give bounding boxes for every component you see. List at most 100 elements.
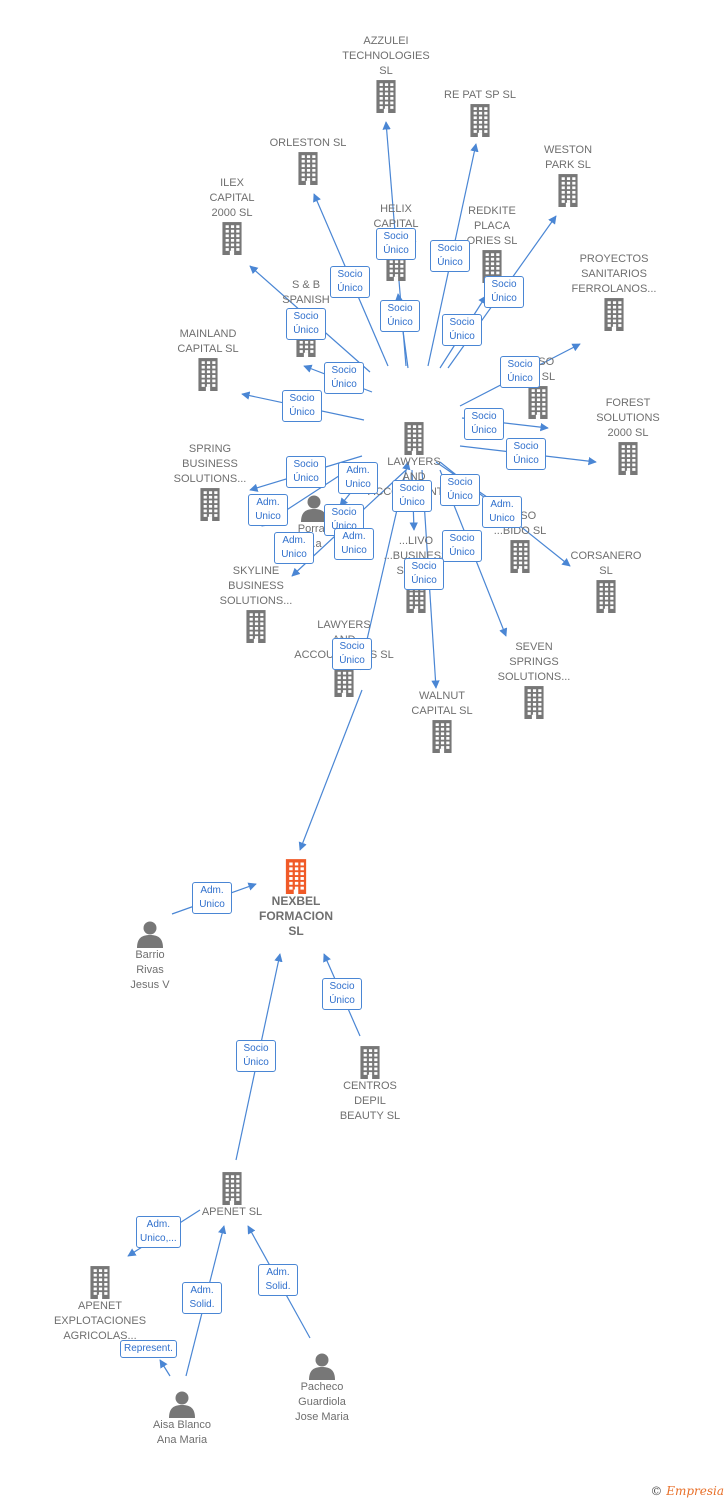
person-icon <box>309 1353 335 1380</box>
node-label: PROYECTOS SANITARIOS FERROLANOS... <box>571 253 657 295</box>
company-node-redkite[interactable]: REDKITE PLACA ORIES SL <box>437 204 547 283</box>
relationship-badge[interactable]: Socio Único <box>464 408 504 440</box>
node-label: WALNUT CAPITAL SL <box>411 690 473 717</box>
building-icon <box>376 80 396 113</box>
relationship-badge[interactable]: Adm. Unico <box>338 462 378 494</box>
node-label: ORLESTON SL <box>269 137 347 149</box>
building-icon <box>470 104 490 137</box>
relationship-badge[interactable]: Socio Único <box>440 474 480 506</box>
building-icon <box>334 664 354 697</box>
node-label: CENTROS DEPIL BEAUTY SL <box>339 1080 401 1122</box>
relationship-badge[interactable]: Represent. <box>120 1340 177 1358</box>
node-label: SEVEN SPRINGS SOLUTIONS... <box>497 641 571 683</box>
building-icon <box>298 152 318 185</box>
person-node-barrio[interactable]: Barrio Rivas Jesus V <box>95 920 205 993</box>
building-icon <box>432 720 452 753</box>
building-icon <box>222 1172 242 1205</box>
relationship-badge[interactable]: Adm. Solid. <box>258 1264 298 1296</box>
relationship-badge[interactable]: Adm. Unico <box>248 494 288 526</box>
company-node-repat[interactable]: RE PAT SP SL <box>425 88 535 137</box>
company-node-ilex[interactable]: ILEX CAPITAL 2000 SL <box>177 176 287 255</box>
company-node-orleston[interactable]: ORLESTON SL <box>253 136 363 185</box>
building-icon <box>604 298 624 331</box>
relationship-badge[interactable]: Socio Único <box>236 1040 276 1072</box>
node-label: APENET SL <box>201 1206 263 1218</box>
node-label: SPRING BUSINESS SOLUTIONS... <box>173 443 247 485</box>
building-icon <box>596 580 616 613</box>
relationship-badge[interactable]: Socio Único <box>484 276 524 308</box>
relationship-badge[interactable]: Adm. Unico <box>274 532 314 564</box>
company-node-spring[interactable]: SPRING BUSINESS SOLUTIONS... <box>155 442 265 521</box>
relationship-badge[interactable]: Adm. Unico <box>334 528 374 560</box>
node-label: SKYLINE BUSINESS SOLUTIONS... <box>219 565 293 607</box>
person-node-aisa[interactable]: Aisa Blanco Ana Maria <box>127 1390 237 1448</box>
relationship-badge[interactable]: Socio Único <box>286 308 326 340</box>
building-icon <box>404 422 424 455</box>
relationship-badge[interactable]: Socio Único <box>404 558 444 590</box>
person-node-pacheco[interactable]: Pacheco Guardiola Jose Maria <box>267 1352 377 1425</box>
relationship-badge[interactable]: Socio Único <box>392 480 432 512</box>
company-node-walnut[interactable]: WALNUT CAPITAL SL <box>387 689 497 753</box>
node-label: WESTON PARK SL <box>543 144 593 171</box>
node-label: AZZULEI TECHNOLOGIES SL <box>342 35 430 77</box>
footer-brand: © Empresia <box>650 1484 724 1498</box>
relationship-badge[interactable]: Adm. Unico <box>482 496 522 528</box>
building-icon <box>618 442 638 475</box>
building-icon <box>222 222 242 255</box>
relationship-badge[interactable]: Socio Único <box>286 456 326 488</box>
relationship-badge[interactable]: Socio Único <box>330 266 370 298</box>
building-icon <box>524 686 544 719</box>
building-icon <box>200 488 220 521</box>
relationship-badge[interactable]: Socio Único <box>324 362 364 394</box>
node-label: REDKITE PLACA ORIES SL <box>466 205 518 247</box>
company-node-weston[interactable]: WESTON PARK SL <box>513 143 623 207</box>
node-label: FOREST SOLUTIONS 2000 SL <box>596 397 660 439</box>
company-node-bido[interactable]: ...SSO ...BIDO SL <box>465 509 575 573</box>
relationship-badge[interactable]: Adm. Solid. <box>182 1282 222 1314</box>
node-label: RE PAT SP SL <box>444 89 516 101</box>
node-label: NEXBEL FORMACION SL <box>259 894 333 938</box>
person-icon <box>137 921 163 948</box>
company-node-mainland[interactable]: MAINLAND CAPITAL SL <box>153 327 263 391</box>
building-icon <box>246 610 266 643</box>
node-label: ILEX CAPITAL 2000 SL <box>209 177 255 219</box>
company-node-nexbel[interactable]: NEXBEL FORMACION SL <box>241 858 351 939</box>
building-icon <box>285 859 307 894</box>
node-label: Pacheco Guardiola Jose Maria <box>295 1381 349 1423</box>
company-node-seven[interactable]: SEVEN SPRINGS SOLUTIONS... <box>479 640 589 719</box>
node-label: Aisa Blanco Ana Maria <box>152 1419 212 1446</box>
relationship-badge[interactable]: Adm. Unico,... <box>136 1216 181 1248</box>
relationship-badge[interactable]: Socio Único <box>500 356 540 388</box>
relationship-badge[interactable]: Socio Único <box>376 228 416 260</box>
node-label: CORSANERO SL <box>570 550 642 577</box>
company-node-forest[interactable]: FOREST SOLUTIONS 2000 SL <box>573 396 683 475</box>
company-node-apenet[interactable]: APENET SL <box>177 1171 287 1220</box>
relationship-badge[interactable]: Socio Único <box>430 240 470 272</box>
relationship-badge[interactable]: Socio Único <box>282 390 322 422</box>
building-icon <box>558 174 578 207</box>
person-icon <box>169 1391 195 1418</box>
building-icon <box>360 1046 380 1079</box>
relationship-badge[interactable]: Socio Único <box>322 978 362 1010</box>
brand-name: Empresia <box>666 1484 724 1498</box>
edge-arrow <box>298 689 363 851</box>
person-icon <box>301 495 327 522</box>
node-label: Barrio Rivas Jesus V <box>130 949 170 991</box>
relationship-badge[interactable]: Socio Único <box>442 314 482 346</box>
relationship-badge[interactable]: Socio Único <box>442 530 482 562</box>
node-label: MAINLAND CAPITAL SL <box>177 328 239 355</box>
relationship-badge[interactable]: Socio Único <box>506 438 546 470</box>
company-node-apenetexp[interactable]: APENET EXPLOTACIONES AGRICOLAS... <box>45 1265 155 1344</box>
relationship-badge[interactable]: Socio Único <box>380 300 420 332</box>
building-icon <box>90 1266 110 1299</box>
company-node-proyectos[interactable]: PROYECTOS SANITARIOS FERROLANOS... <box>559 252 669 331</box>
company-node-corsanero[interactable]: CORSANERO SL <box>551 549 661 613</box>
company-node-azzulei[interactable]: AZZULEI TECHNOLOGIES SL <box>331 34 441 113</box>
company-node-centros[interactable]: CENTROS DEPIL BEAUTY SL <box>315 1045 425 1124</box>
building-icon <box>528 386 548 419</box>
copyright-symbol: © <box>650 1484 663 1498</box>
company-node-skyline[interactable]: SKYLINE BUSINESS SOLUTIONS... <box>201 564 311 643</box>
relationship-badge[interactable]: Adm. Unico <box>192 882 232 914</box>
building-icon <box>510 540 530 573</box>
relationship-badge[interactable]: Socio Único <box>332 638 372 670</box>
